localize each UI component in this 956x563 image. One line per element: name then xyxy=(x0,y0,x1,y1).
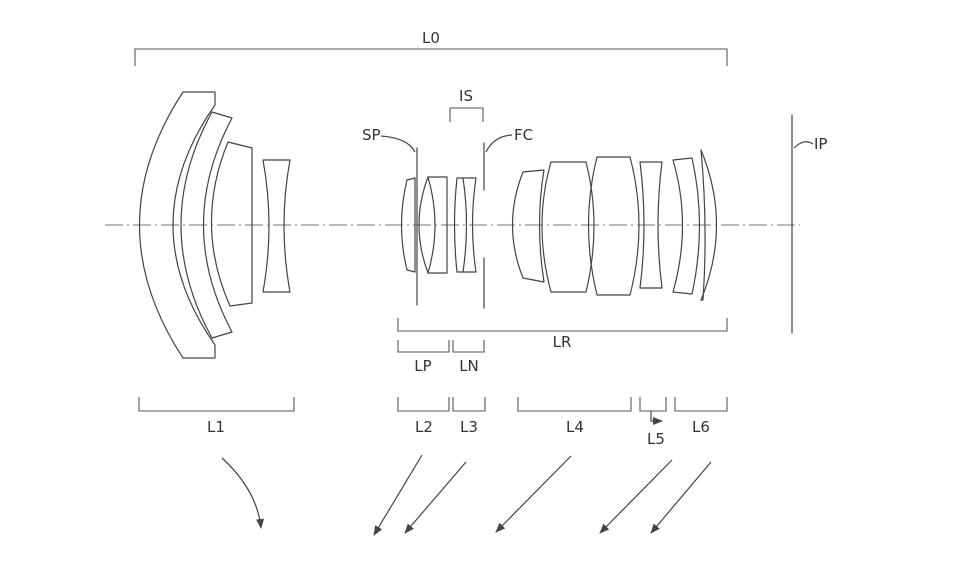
l1-lens-element-2 xyxy=(180,111,233,339)
l5-lens-group xyxy=(639,161,663,289)
l5-movement-arrow xyxy=(599,459,673,534)
l2-bracket xyxy=(397,397,450,412)
ln-label: LN xyxy=(459,357,479,375)
l1-label: L1 xyxy=(207,418,225,436)
sp-leader-line xyxy=(380,135,416,153)
l3-movement-arrow xyxy=(404,461,467,534)
l2-lens-element-1 xyxy=(400,177,416,273)
l3-label: L3 xyxy=(460,418,478,436)
l6-lens-element-1 xyxy=(672,157,701,295)
l2-movement-arrow xyxy=(373,454,423,536)
l0-bracket xyxy=(134,48,728,66)
l2-label: L2 xyxy=(415,418,433,436)
l6-lens-element-2 xyxy=(700,149,718,301)
l2-lens-cement-line xyxy=(427,176,436,274)
l4-lens-element-1 xyxy=(511,169,545,283)
l4-lens-element-3 xyxy=(587,156,640,296)
l4-bracket xyxy=(517,397,632,412)
lp-label: LP xyxy=(414,357,431,375)
l5-lens-element xyxy=(639,161,663,289)
l3-lens-element xyxy=(453,177,477,273)
lr-bracket xyxy=(397,318,728,332)
l1-lens-element-1 xyxy=(138,91,216,359)
l4-lens-group xyxy=(511,156,640,296)
l0-label: L0 xyxy=(422,29,440,47)
fc-label: FC xyxy=(514,126,533,144)
l3-lens-group xyxy=(453,177,477,273)
sp-label: SP xyxy=(362,126,381,144)
l1-lens-element-4 xyxy=(262,159,291,293)
lp-bracket xyxy=(397,340,450,353)
l6-label: L6 xyxy=(692,418,710,436)
l2-lens-element-2 xyxy=(418,176,448,274)
ln-bracket xyxy=(452,340,485,353)
ip-leader-line xyxy=(793,141,814,149)
l1-lens-group xyxy=(138,91,291,359)
is-bracket xyxy=(449,107,484,122)
l1-lens-element-3 xyxy=(210,141,253,307)
l5-bracket xyxy=(639,397,667,412)
l4-movement-arrow xyxy=(495,455,572,533)
l4-label: L4 xyxy=(566,418,584,436)
l6-bracket xyxy=(674,397,728,412)
l5-pointer-arrow xyxy=(650,411,663,425)
l1-bracket xyxy=(138,397,295,412)
l4-lens-element-2 xyxy=(541,161,595,293)
is-label: IS xyxy=(459,87,473,105)
l6-movement-arrow xyxy=(650,461,712,534)
l6-lens-group xyxy=(672,149,718,301)
ip-label: IP xyxy=(814,135,827,153)
l1-movement-arrow xyxy=(221,457,265,529)
l2-lens-group xyxy=(400,176,448,274)
fc-leader-line xyxy=(485,134,513,153)
lr-label: LR xyxy=(553,333,572,351)
l3-lens-cement-line xyxy=(462,177,468,273)
l3-bracket xyxy=(452,397,486,412)
l5-label: L5 xyxy=(647,430,665,448)
